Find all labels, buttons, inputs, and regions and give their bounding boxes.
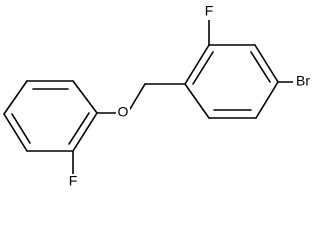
bond-double-inner xyxy=(11,113,31,144)
structure-diagram: O F F Br xyxy=(3,2,315,190)
atom-fluorine-phenyl: F xyxy=(67,173,79,190)
bond-single xyxy=(72,80,98,114)
atom-label-f-phenyl: F xyxy=(69,173,78,189)
bond-double-inner xyxy=(68,112,90,145)
bond-double-inner xyxy=(250,51,271,83)
atom-label-f-benzyl: F xyxy=(205,3,214,19)
bond-single xyxy=(72,112,98,152)
bond-single xyxy=(254,44,279,83)
bond-single xyxy=(255,81,279,119)
bond-single xyxy=(3,113,28,152)
bond-single xyxy=(184,83,210,119)
bond-double-inner xyxy=(192,51,214,85)
fluorophenyl-ring xyxy=(3,80,98,152)
atom-fluorine-benzyl: F xyxy=(203,3,215,20)
bond-single xyxy=(3,80,28,115)
bond-o-ch2 xyxy=(129,83,146,110)
atom-label-o: O xyxy=(118,104,129,120)
atom-bromine: Br xyxy=(293,73,315,91)
bromofluorophenyl-ring xyxy=(184,44,279,119)
atom-label-br: Br xyxy=(296,73,310,89)
bond-single xyxy=(184,44,210,85)
atom-oxygen: O xyxy=(116,104,130,122)
